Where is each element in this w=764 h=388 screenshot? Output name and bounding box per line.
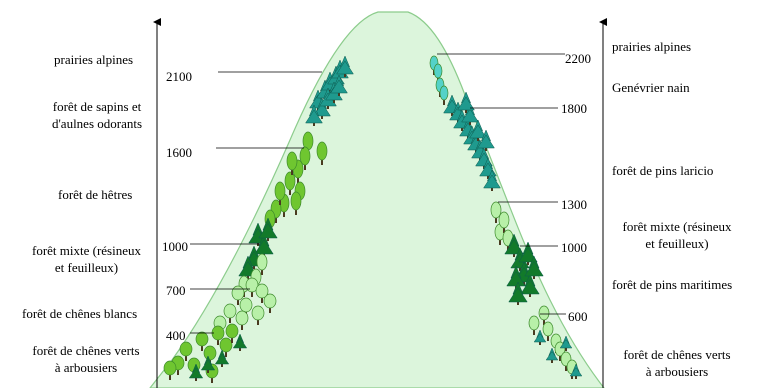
maritime-pine-icon: [508, 281, 528, 305]
maritime-pine-icon: [520, 273, 540, 297]
left-altitude-1600: 1600: [166, 145, 192, 160]
laricio-pine-icon: [477, 129, 495, 151]
holm-oak-icon: [528, 315, 540, 335]
left-altitude-700: 700: [166, 283, 186, 298]
holm-oak-icon: [195, 331, 209, 351]
maritime-pine-icon: [524, 255, 544, 279]
holm-oak-icon: [538, 305, 550, 325]
right-label-chenes-verts-line1: forêt de chênes verts: [623, 347, 731, 362]
holm-oak-icon: [225, 323, 239, 343]
right-label-maritimes: forêt de pins maritimes: [612, 277, 733, 292]
left-label-mixte-line1: forêt mixte (résineux: [31, 243, 141, 258]
beech-tree-icon: [299, 146, 311, 170]
conifer-tree-icon: [254, 233, 274, 257]
left-label-sapins-line1: forêt de sapins et: [52, 99, 142, 114]
beech-tree-icon: [286, 151, 298, 175]
tree-layer: [163, 55, 583, 383]
left-altitude-1000: 1000: [162, 239, 188, 254]
right-altitude-1800: 1800: [561, 101, 587, 116]
white-oak-icon: [255, 283, 269, 303]
strawberry-tree-icon: [214, 349, 230, 367]
left-label-chenes-blancs: forêt de chênes blancs: [22, 306, 138, 321]
holm-oak-icon: [179, 341, 193, 361]
left-altitude-400: 400: [166, 328, 186, 343]
left-label-sapins: forêt de sapins et d'aulnes odorants: [42, 98, 152, 132]
deciduous-tree-icon: [256, 253, 268, 275]
leader-lines: [190, 53, 566, 334]
left-label-prairies-alpines: prairies alpines: [54, 52, 134, 67]
axes-layer: [153, 18, 607, 388]
right-label-mixte: forêt mixte (résineux et feuilleux): [608, 218, 746, 252]
deciduous-tree-icon: [490, 201, 502, 223]
right-altitude-2200: 2200: [565, 51, 591, 66]
right-label-prairies-alpines: prairies alpines: [612, 39, 692, 54]
strawberry-tree-icon: [533, 329, 547, 345]
right-altitude-600: 600: [568, 309, 588, 324]
left-label-hetres: forêt de hêtres: [58, 187, 133, 202]
left-altitude-2100: 2100: [166, 69, 192, 84]
fir-tree-icon: [305, 104, 323, 126]
white-oak-icon: [235, 310, 249, 330]
white-oak-icon: [251, 305, 265, 325]
laricio-pine-icon: [469, 119, 487, 141]
left-label-chenes-verts-line1: forêt de chênes verts: [32, 343, 140, 358]
laricio-pine-icon: [457, 91, 475, 113]
left-label-chenes-verts-line2: à arbousiers: [54, 360, 118, 375]
right-label-laricio: forêt de pins laricio: [612, 163, 714, 178]
beech-tree-icon: [274, 181, 286, 205]
strawberry-tree-icon: [200, 355, 216, 373]
beech-tree-icon: [290, 191, 302, 215]
right-label-mixte-line1: forêt mixte (résineux: [622, 219, 732, 234]
right-label-chenes-verts: forêt de chênes verts à arbousiers: [608, 346, 746, 380]
white-oak-icon: [245, 277, 259, 297]
right-altitude-1300: 1300: [561, 197, 587, 212]
beech-tree-icon: [316, 141, 328, 165]
strawberry-tree-icon: [232, 333, 248, 351]
maritime-pine-icon: [518, 241, 538, 265]
right-label-genevrier: Genévrier nain: [612, 80, 690, 95]
left-label-sapins-line2: d'aulnes odorants: [51, 116, 143, 131]
left-label-mixte-line2: et feuilleux): [54, 260, 119, 275]
conifer-tree-icon: [258, 217, 278, 241]
deciduous-tree-icon: [498, 211, 510, 233]
holm-oak-icon: [219, 337, 233, 357]
right-label-chenes-verts-line2: à arbousiers: [645, 364, 709, 379]
strawberry-tree-icon: [188, 363, 204, 381]
fir-tree-icon: [330, 74, 348, 96]
right-altitude-1000: 1000: [561, 240, 587, 255]
juniper-icon: [439, 85, 449, 105]
left-label-chenes-verts: forêt de chênes verts à arbousiers: [18, 342, 154, 376]
right-label-mixte-line2: et feuilleux): [645, 236, 709, 251]
white-oak-icon: [231, 285, 245, 305]
strawberry-tree-icon: [559, 335, 573, 351]
fir-tree-icon: [336, 55, 354, 77]
white-oak-icon: [263, 293, 277, 313]
left-label-mixte: forêt mixte (résineux et feuilleux): [18, 242, 155, 276]
holm-oak-icon: [163, 360, 177, 380]
white-oak-icon: [223, 303, 237, 323]
beech-tree-icon: [284, 171, 296, 195]
holm-oak-icon: [542, 321, 554, 341]
laricio-pine-icon: [483, 169, 501, 191]
strawberry-tree-icon: [569, 363, 583, 379]
strawberry-tree-icon: [545, 347, 559, 363]
maritime-pine-icon: [504, 233, 524, 257]
